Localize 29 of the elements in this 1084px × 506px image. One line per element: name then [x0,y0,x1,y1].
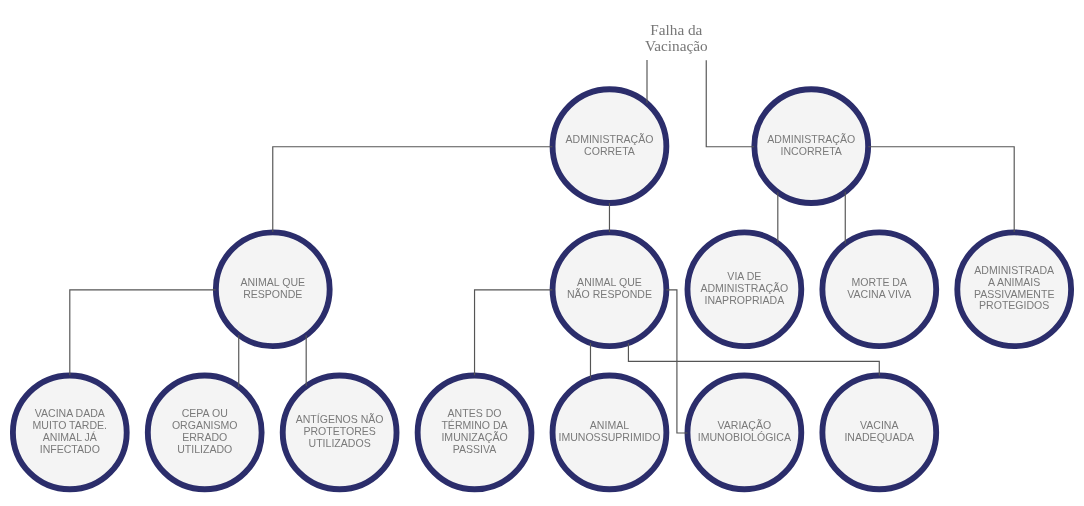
node-circle: ANIMAL IMUNOSSUPRIMIDO [549,372,670,492]
connector [473,288,553,376]
connector [238,333,240,387]
node-circle: ANTES DO TÉRMINO DA IMUNIZAÇÃO PASSIVA [414,372,535,492]
connector [646,58,648,104]
connector [844,190,846,244]
connector [608,202,611,233]
node-circle: ADMINISTRADA A ANIMAIS PASSIVAMENTE PROTEGIDOS [954,228,1075,349]
connector [69,288,217,376]
node-circle: ADMINISTRAÇÃO INCORRETA [751,85,872,206]
node-circle: ANIMAL QUE NÃO RESPONDE [549,228,670,349]
connector [589,341,592,379]
connector [627,342,880,376]
node-circle: ANIMAL QUE RESPONDE [212,228,333,349]
connector [305,334,307,386]
connector [777,191,779,243]
connector [867,145,1015,233]
connector [705,59,755,147]
node-circle: ANTÍGENOS NÃO PROTETORES UTILIZADOS [279,372,400,492]
node-circle: VIA DE ADMINISTRAÇÃO INAPROPRIADA [684,228,805,349]
node-circle: ADMINISTRAÇÃO CORRETA [549,85,670,206]
node-circle: VACINA DADA MUITO TARDE. ANIMAL JÁ INFECTADO [9,372,130,492]
connector [272,145,553,233]
node-circle: MORTE DA VACINA VIVA [819,228,940,349]
node-text: Falha da Vacinação [645,20,708,54]
node-circle: VARIAÇÃO IMUNOBIOLÓGICA [684,372,805,492]
connector [665,288,689,434]
node-circle: VACINA INADEQUADA [819,372,940,492]
node-circle: CEPA OU ORGANISMO ERRADO UTILIZADO [144,372,265,492]
